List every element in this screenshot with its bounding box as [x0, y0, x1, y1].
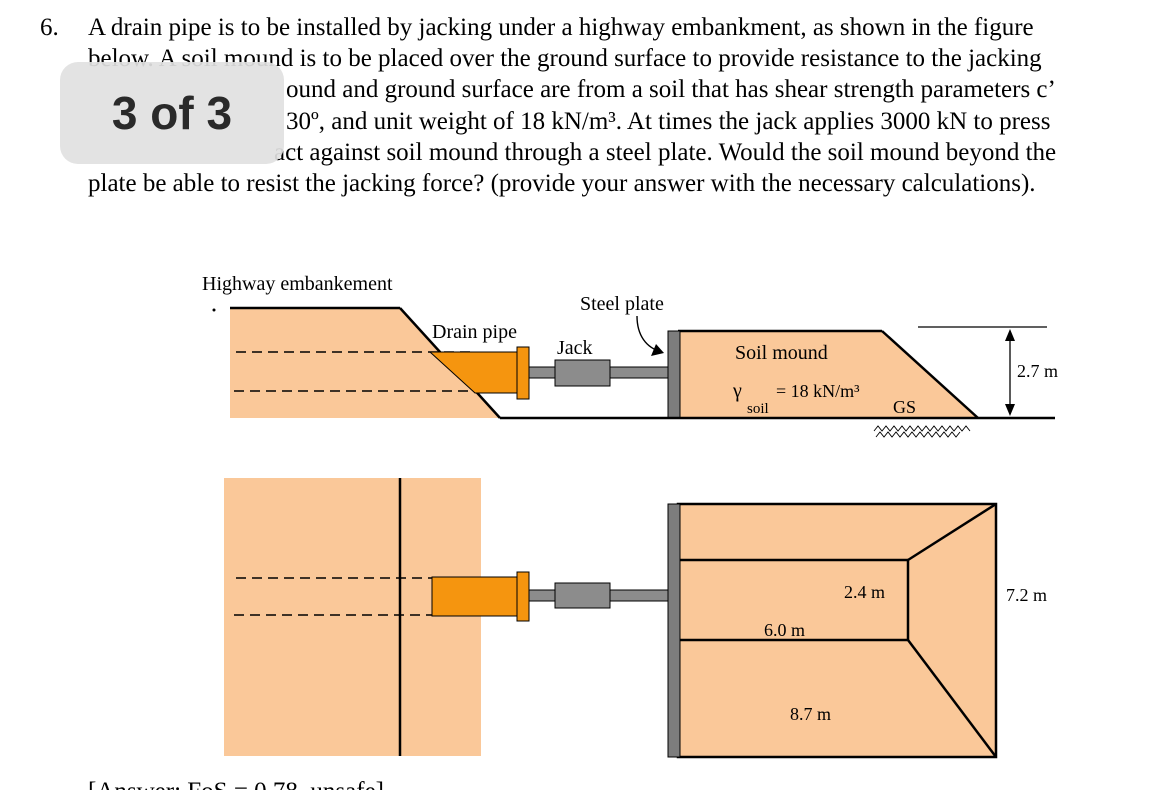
label-jack: Jack: [557, 337, 593, 359]
mound-slope-line: [881, 330, 979, 419]
label-unit-weight: = 18 kN/m³: [776, 381, 860, 401]
jack-rod-left-elevation: [528, 366, 556, 379]
label-gamma: γ: [732, 380, 742, 402]
dimension-base-length: 8.7 m: [790, 704, 831, 724]
question-line-3: ound and ground surface are from a soil …: [286, 76, 1056, 103]
dimension-mid-length: 6.0 m: [764, 620, 805, 640]
soil-mound-plan: [676, 502, 998, 759]
question-line-6: plate be able to resist the jacking forc…: [88, 170, 1036, 197]
label-steel-plate: Steel plate: [580, 293, 664, 315]
question-number: 6.: [40, 14, 59, 41]
jack-body-elevation: [554, 359, 611, 387]
pipe-collar-elevation: [516, 346, 530, 400]
page-indicator-badge: 3 of 3: [60, 62, 284, 164]
question-line-1: A drain pipe is to be installed by jacki…: [88, 14, 1034, 41]
jack-body-plan: [554, 582, 611, 609]
pipe-collar-plan: [516, 571, 530, 622]
dimension-height: 2.7 m: [1017, 361, 1058, 381]
label-gs: GS: [893, 397, 916, 417]
question-line-5: act against soil mound through a steel p…: [274, 139, 1057, 166]
dimension-top-width: 2.4 m: [844, 582, 885, 602]
label-drain-pipe: Drain pipe: [432, 321, 517, 343]
jack-rod-right-elevation: [609, 366, 669, 379]
embankment-plan: [224, 478, 481, 756]
label-highway-embankment: Highway embankement: [202, 273, 393, 295]
drain-pipe-plan: [431, 576, 519, 617]
dimension-width: 7.2 m: [1006, 585, 1047, 605]
steel-plate-elevation: [667, 330, 681, 419]
steel-plate-plan: [667, 503, 681, 758]
gs-hatch: [873, 425, 971, 438]
label-gamma-subscript: soil: [747, 401, 769, 417]
answer-line: [Answer: FoS = 0.78, unsafe]: [88, 776, 384, 790]
soil-mound-elevation: [678, 331, 978, 418]
question-line-4: 30º, and unit weight of 18 kN/m³. At tim…: [286, 108, 1051, 135]
label-soil-mound: Soil mound: [735, 342, 828, 364]
